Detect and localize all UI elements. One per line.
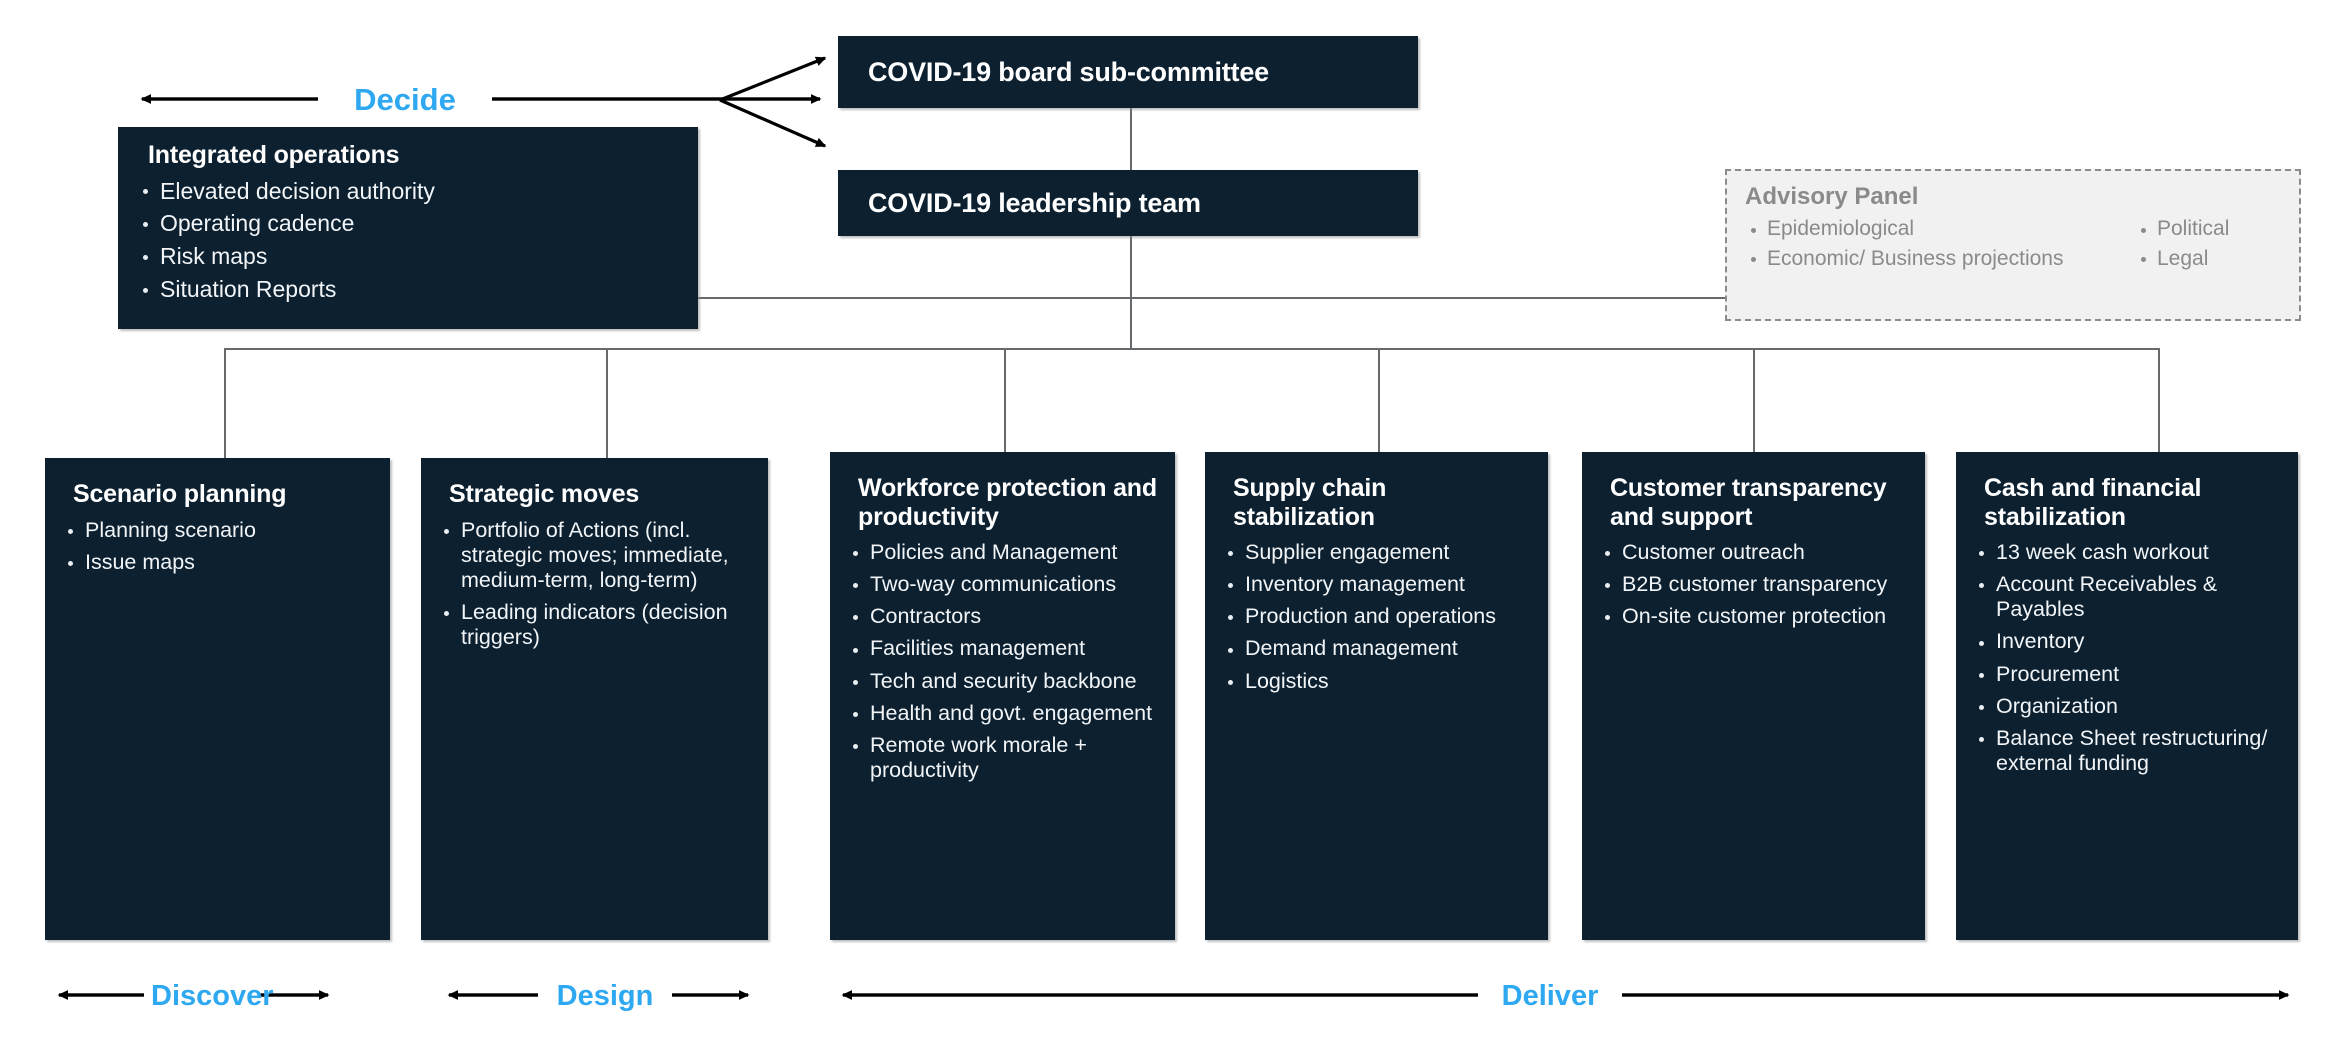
connector-leadership-trunk <box>1130 236 1132 349</box>
column-bullets: Customer outreach B2B customer transpare… <box>1596 540 1911 629</box>
list-item: Operating cadence <box>134 210 682 237</box>
list-item: Balance Sheet restructuring/ external fu… <box>1970 726 2284 776</box>
list-item: Planning scenario <box>59 518 376 543</box>
list-item: Remote work morale + productivity <box>844 733 1161 783</box>
list-item: Contractors <box>844 604 1161 629</box>
column-title: Workforce protection and productivity <box>858 474 1157 531</box>
box-supply-chain-stabilization[interactable]: Supply chain stabilization Supplier enga… <box>1205 452 1548 940</box>
list-item: Political <box>2135 217 2229 242</box>
box-customer-transparency-support[interactable]: Customer transparency and support Custom… <box>1582 452 1925 940</box>
box-integrated-operations[interactable]: Integrated operations Elevated decision … <box>118 127 698 329</box>
box-workforce-protection[interactable]: Workforce protection and productivity Po… <box>830 452 1175 940</box>
board-committee-title: COVID-19 board sub-committee <box>868 56 1269 87</box>
phase-label-deliver: Deliver <box>1478 980 1622 1013</box>
list-item: B2B customer transparency <box>1596 572 1911 597</box>
connector-integrated-to-advisory <box>698 297 1727 299</box>
box-scenario-planning[interactable]: Scenario planning Planning scenario Issu… <box>45 458 390 940</box>
list-item: Customer outreach <box>1596 540 1911 565</box>
integrated-operations-bullets: Elevated decision authority Operating ca… <box>134 178 682 304</box>
list-item: Demand management <box>1219 636 1534 661</box>
list-item: Economic/ Business projections <box>1745 247 2135 272</box>
list-item: Tech and security backbone <box>844 669 1161 694</box>
connector-drop-col-3 <box>1004 348 1006 452</box>
column-bullets: 13 week cash workout Account Receivables… <box>1970 540 2284 776</box>
list-item: Situation Reports <box>134 276 682 303</box>
leadership-team-title: COVID-19 leadership team <box>868 187 1201 218</box>
list-item: Inventory <box>1970 629 2284 654</box>
list-item: Legal <box>2135 247 2229 272</box>
list-item: Account Receivables & Payables <box>1970 572 2284 622</box>
list-item: Health and govt. engagement <box>844 701 1161 726</box>
connector-drop-col-2 <box>606 348 608 460</box>
branch-arrows <box>719 56 827 148</box>
list-item: Facilities management <box>844 636 1161 661</box>
panel-advisory[interactable]: Advisory Panel Epidemiological Economic/… <box>1725 169 2301 321</box>
list-item: Two-way communications <box>844 572 1161 597</box>
phase-label-design: Design <box>538 980 672 1013</box>
box-covid-leadership-team[interactable]: COVID-19 leadership team <box>838 170 1418 236</box>
list-item: Procurement <box>1970 662 2284 687</box>
column-title: Strategic moves <box>449 480 640 508</box>
integrated-operations-title: Integrated operations <box>148 141 400 169</box>
list-item: Policies and Management <box>844 540 1161 565</box>
list-item: Inventory management <box>1219 572 1534 597</box>
advisory-panel-left-list: Epidemiological Economic/ Business proje… <box>1745 217 2135 272</box>
connector-drop-col-1 <box>224 348 226 460</box>
connector-board-to-leadership <box>1130 108 1132 171</box>
column-title: Supply chain stabilization <box>1233 474 1387 531</box>
list-item: Epidemiological <box>1745 217 2135 242</box>
column-bullets: Supplier engagement Inventory management… <box>1219 540 1534 694</box>
list-item: Risk maps <box>134 243 682 270</box>
connector-drop-col-6 <box>2158 348 2160 452</box>
list-item: Organization <box>1970 694 2284 719</box>
connector-drop-col-4 <box>1378 348 1380 452</box>
column-bullets: Policies and Management Two-way communic… <box>844 540 1161 783</box>
list-item: Logistics <box>1219 669 1534 694</box>
column-title: Customer transparency and support <box>1610 474 1887 531</box>
phase-label-discover: Discover <box>144 980 274 1013</box>
advisory-panel-right-list: Political Legal <box>2135 217 2229 272</box>
column-title: Cash and financial stabilization <box>1984 474 2202 531</box>
list-item: 13 week cash workout <box>1970 540 2284 565</box>
list-item: Elevated decision authority <box>134 178 682 205</box>
phase-label-decide: Decide <box>318 82 492 118</box>
list-item: Portfolio of Actions (incl. strategic mo… <box>435 518 754 593</box>
connector-drop-col-5 <box>1753 348 1755 452</box>
list-item: Supplier engagement <box>1219 540 1534 565</box>
connector-distribution-bar <box>224 348 2159 350</box>
list-item: Leading indicators (decision triggers) <box>435 600 754 650</box>
box-cash-financial-stabilization[interactable]: Cash and financial stabilization 13 week… <box>1956 452 2298 940</box>
list-item: Issue maps <box>59 550 376 575</box>
column-title: Scenario planning <box>73 480 287 508</box>
list-item: Production and operations <box>1219 604 1534 629</box>
box-strategic-moves[interactable]: Strategic moves Portfolio of Actions (in… <box>421 458 768 940</box>
column-bullets: Planning scenario Issue maps <box>59 518 376 575</box>
list-item: On-site customer protection <box>1596 604 1911 629</box>
column-bullets: Portfolio of Actions (incl. strategic mo… <box>435 518 754 651</box>
advisory-panel-title: Advisory Panel <box>1745 183 1919 210</box>
box-covid-board-sub-committee[interactable]: COVID-19 board sub-committee <box>838 36 1418 108</box>
